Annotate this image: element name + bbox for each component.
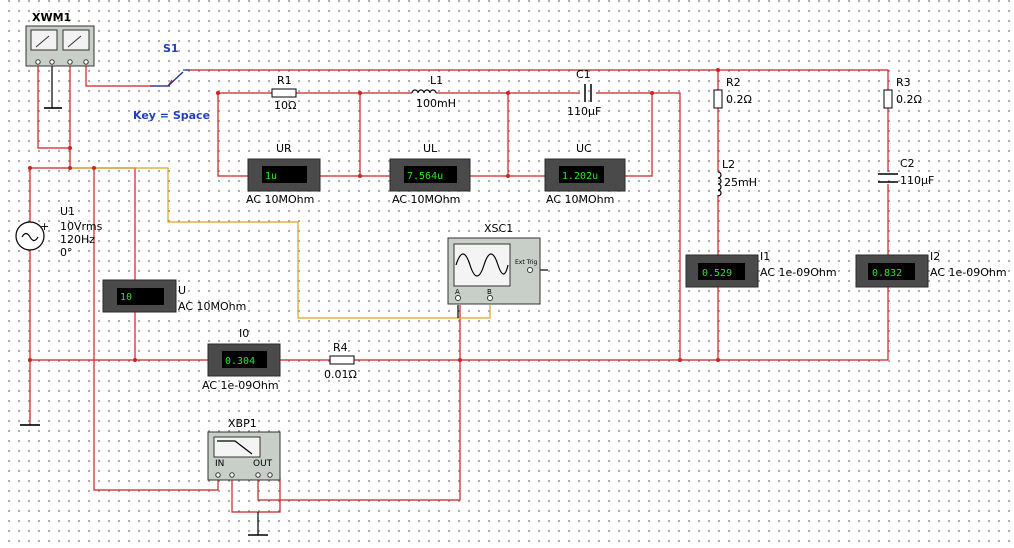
voltmeter-ul[interactable]: 7.564u: [389, 158, 471, 192]
ur-ref: UR: [276, 142, 292, 155]
c1-ref: C1: [576, 68, 591, 81]
inductor-icon[interactable]: [717, 171, 722, 197]
capacitor-icon[interactable]: [878, 173, 898, 183]
i2-mode: AC 1e-09Ohm: [930, 266, 1007, 279]
xsc1-ref: XSC1: [484, 222, 513, 235]
ch-b-label: B: [487, 288, 492, 296]
ul-mode: AC 10MOhm: [392, 193, 460, 206]
ammeter-i1[interactable]: 0.529: [685, 254, 759, 288]
i2-ref: I2: [930, 250, 940, 263]
i0-mode: AC 1e-09Ohm: [202, 379, 279, 392]
c1-value: 110µF: [567, 105, 601, 118]
source-ref: U1: [60, 205, 75, 218]
resistor-icon[interactable]: [713, 89, 723, 109]
r1-ref: R1: [277, 74, 292, 87]
r1-value: 10Ω: [274, 99, 296, 112]
c2-value: 110µF: [900, 174, 934, 187]
u-reading: 10: [120, 292, 132, 303]
xwm1-label: XWM1: [32, 11, 71, 24]
ur-mode: AC 10MOhm: [246, 193, 314, 206]
ch-a-label: A: [455, 288, 460, 296]
resistor-icon[interactable]: [329, 355, 355, 365]
xbp1-out-label: OUT: [253, 459, 273, 469]
xbp1-in-label: IN: [215, 459, 224, 469]
source-phase: 0°: [60, 246, 73, 259]
i1-reading: 0.529: [702, 268, 732, 279]
svg-text:+: +: [40, 220, 49, 233]
ul-ref: UL: [423, 142, 438, 155]
c2-ref: C2: [900, 157, 915, 170]
inductor-icon[interactable]: [411, 89, 437, 94]
switch-icon[interactable]: [150, 69, 190, 87]
capacitor-icon[interactable]: [584, 84, 592, 102]
i2-reading: 0.832: [872, 268, 902, 279]
voltmeter-u[interactable]: 10: [102, 279, 177, 313]
source-voltage: 10Vrms: [60, 220, 103, 233]
uc-ref: UC: [576, 142, 592, 155]
l1-ref: L1: [430, 74, 443, 87]
r4-ref: R4: [333, 341, 348, 354]
i0-ref: I0: [239, 327, 249, 340]
r2-value: 0.2Ω: [726, 93, 752, 106]
switch-ref: S1: [163, 42, 179, 55]
resistor-icon[interactable]: [271, 88, 297, 98]
ammeter-i2[interactable]: 0.832: [855, 254, 929, 288]
r2-ref: R2: [726, 76, 741, 89]
ac-source-icon[interactable]: +: [15, 220, 49, 251]
ammeter-i0[interactable]: 0.304: [207, 343, 281, 377]
ur-reading: 1u: [265, 171, 277, 182]
wattmeter-icon[interactable]: [25, 25, 95, 67]
l2-value: 25mH: [724, 176, 757, 189]
r4-value: 0.01Ω: [324, 368, 357, 381]
source-freq: 120Hz: [60, 233, 95, 246]
oscilloscope-icon[interactable]: Ext Trig A B: [447, 237, 541, 305]
u-mode: AC 10MOhm: [178, 300, 246, 313]
r3-value: 0.2Ω: [896, 93, 922, 106]
i0-reading: 0.304: [225, 356, 255, 367]
voltmeter-ur[interactable]: 1u: [247, 158, 321, 192]
voltmeter-uc[interactable]: 1.202u: [544, 158, 626, 192]
ext-trig-label: Ext Trig: [515, 259, 538, 266]
bode-plotter-icon[interactable]: IN OUT: [207, 431, 281, 481]
i1-mode: AC 1e-09Ohm: [760, 266, 837, 279]
resistor-icon[interactable]: [883, 89, 893, 109]
xbp1-ref: XBP1: [228, 417, 257, 430]
u-ref: U: [178, 284, 186, 297]
uc-reading: 1.202u: [562, 171, 598, 182]
i1-ref: I1: [760, 250, 770, 263]
l1-value: 100mH: [416, 97, 456, 110]
uc-mode: AC 10MOhm: [546, 193, 614, 206]
l2-ref: L2: [722, 158, 735, 171]
junctions: [28, 68, 720, 362]
switch-key: Key = Space: [133, 109, 210, 122]
ul-reading: 7.564u: [407, 171, 443, 182]
r3-ref: R3: [896, 76, 911, 89]
